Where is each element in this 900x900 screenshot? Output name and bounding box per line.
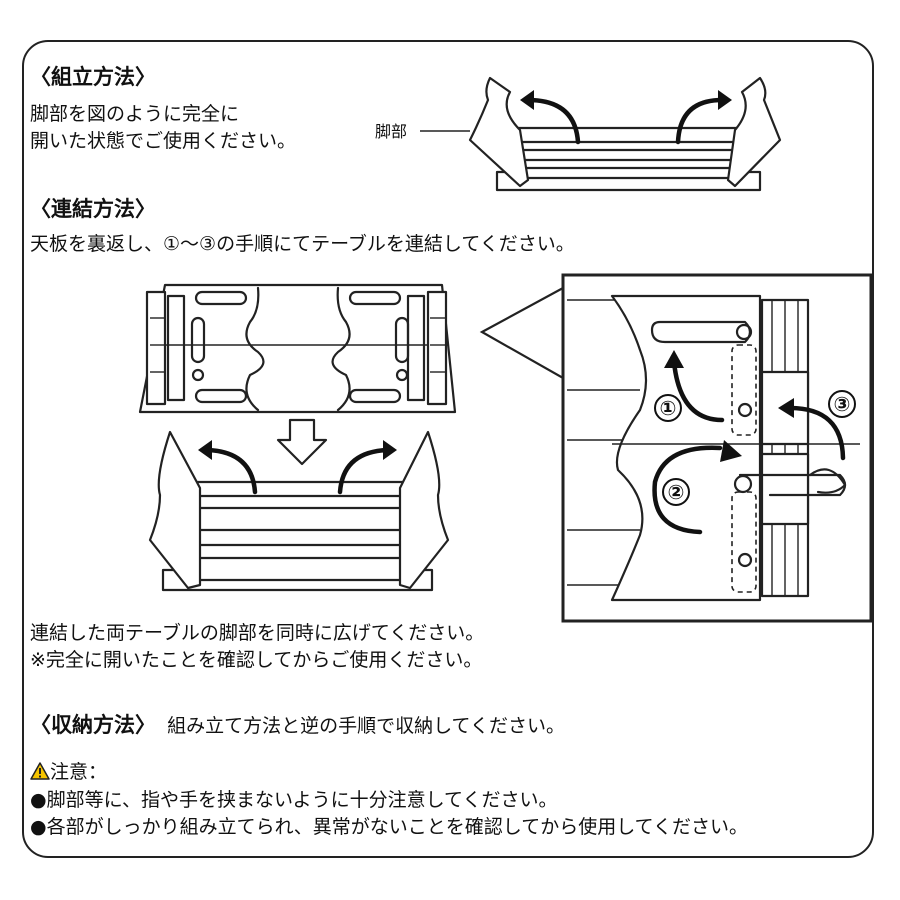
caution-title: 注意： [50, 761, 108, 783]
caution-item-1: ●脚部等に、指や手を挟まないように十分注意してください。 [30, 789, 558, 811]
caution-title-row: 注意： [30, 761, 107, 785]
leg-label: 脚部 [375, 122, 408, 141]
connect-after-line1: 連結した両テーブルの脚部を同時に広げてください。 [30, 622, 485, 644]
caution-item-2: ●各部がしっかり組み立てられ、異常がないことを確認してから使用してください。 [30, 816, 749, 838]
storage-heading: 〈収納方法〉 [30, 713, 156, 737]
assembly-text-line1: 脚部を図のように完全に [30, 103, 240, 125]
instruction-card [22, 40, 874, 858]
assembly-text-line2: 開いた状態でご使用ください。 [30, 130, 297, 152]
warning-icon [30, 762, 50, 780]
assembly-heading: 〈組立方法〉 [30, 65, 156, 89]
connect-instruction: 天板を裏返し、①～③の手順にてテーブルを連結してください。 [30, 233, 575, 255]
connect-heading: 〈連結方法〉 [30, 197, 156, 221]
storage-text: 組み立て方法と逆の手順で収納してください。 [167, 715, 565, 737]
connect-after-line2: ※完全に開いたことを確認してからご使用ください。 [30, 649, 483, 671]
storage-row: 〈収納方法〉 組み立て方法と逆の手順で収納してください。 [30, 712, 565, 739]
